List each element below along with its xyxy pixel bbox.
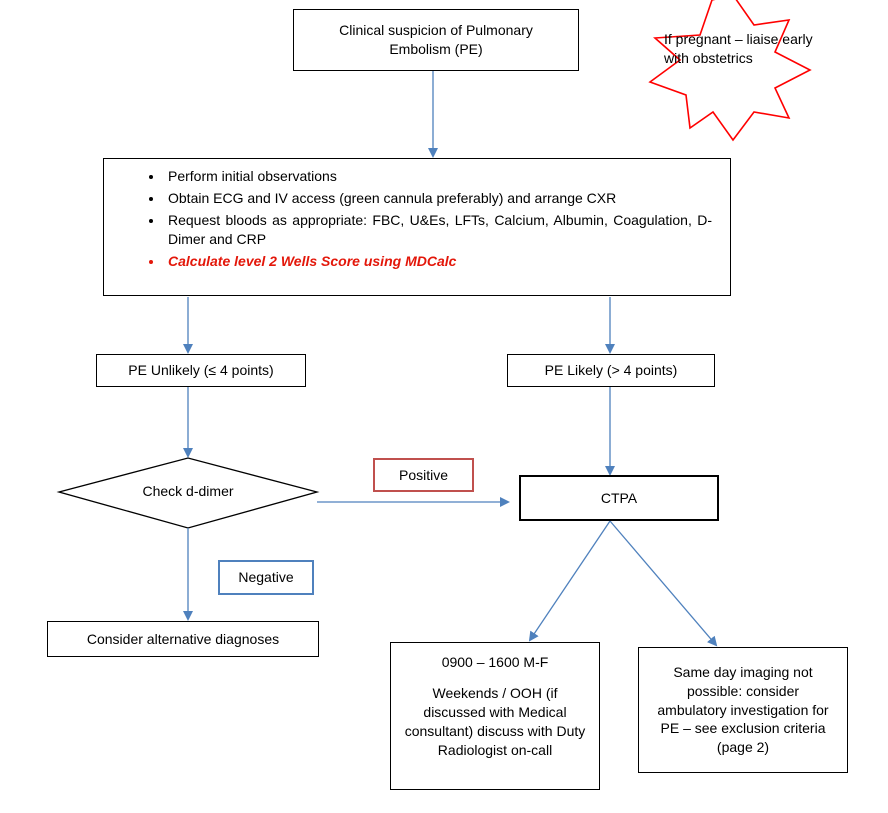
pe-unlikely-box: PE Unlikely (≤ 4 points) [96,354,306,387]
alternative-box: Consider alternative diagnoses [47,621,319,657]
same-day-box: Same day imaging not possible: consider … [638,647,848,773]
same-day-text: Same day imaging not possible: consider … [657,663,829,756]
ctpa-text: CTPA [600,489,638,506]
hours-box: 0900 – 1600 M-F Weekends / OOH (if discu… [390,642,600,790]
hours-weekday-text: 0900 – 1600 M-F [441,654,549,670]
ddimer-diamond-shape [56,457,320,529]
initial-steps-list: Perform initial observations Obtain ECG … [134,167,712,270]
ctpa-box: CTPA [519,475,719,521]
pregnancy-star-shape [648,0,812,142]
negative-text: Negative [238,569,294,586]
step-observations: Perform initial observations [164,167,712,186]
positive-label-box: Positive [373,458,474,492]
hours-ooh-text: Weekends / OOH (if discussed with Medica… [404,684,586,758]
positive-text: Positive [398,466,449,483]
pe-likely-box: PE Likely (> 4 points) [507,354,715,387]
start-text: Clinical suspicion of Pulmonary Embolism… [339,22,533,57]
step-wells-score: Calculate level 2 Wells Score using MDCa… [164,252,712,271]
ddimer-text: Check d-dimer [142,483,234,499]
step-bloods: Request bloods as appropriate: FBC, U&Es… [164,211,712,249]
negative-label-box: Negative [218,560,314,595]
arrow-ctpa-to-sameday [609,520,718,647]
pregnancy-note: If pregnant – liaise early with obstetri… [664,31,813,66]
arrow-ctpa-to-hours [528,520,611,642]
step-ecg-iv: Obtain ECG and IV access (green cannula … [164,189,712,208]
pe-unlikely-text: PE Unlikely (≤ 4 points) [128,362,274,379]
initial-steps-box: Perform initial observations Obtain ECG … [103,158,731,296]
alternative-text: Consider alternative diagnoses [86,630,280,647]
start-box: Clinical suspicion of Pulmonary Embolism… [293,9,579,71]
pe-likely-text: PE Likely (> 4 points) [544,362,678,379]
